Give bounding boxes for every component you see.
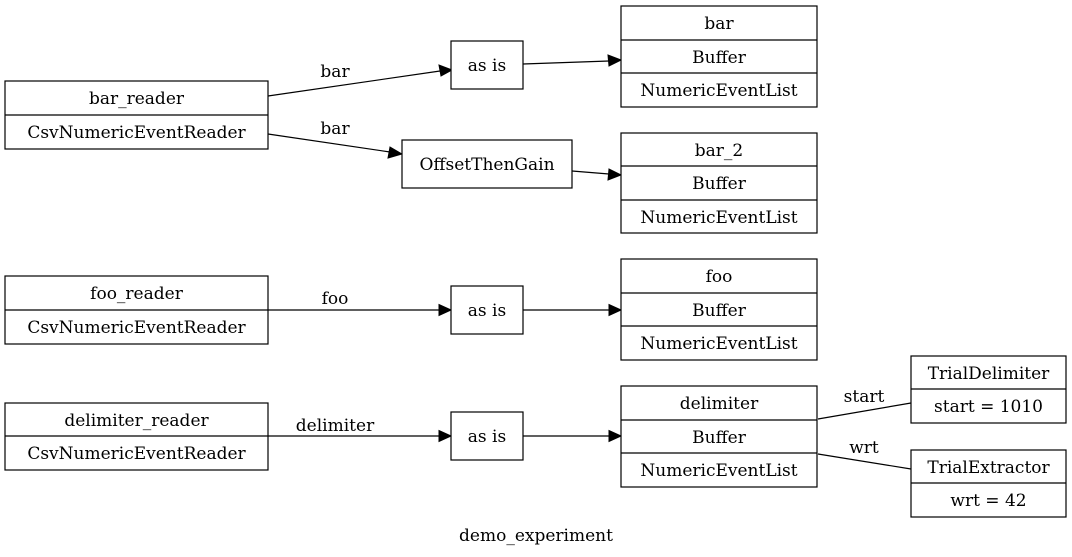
edge-label-delimiter: delimiter [296,416,375,436]
node-name: foo [706,267,733,287]
node-trial-delimiter: TrialDelimiter start = 1010 [910,355,1067,424]
node-kind: Buffer [692,174,747,194]
node-name: delimiter [680,394,759,414]
edge-bar-reader-to-offset [267,133,391,153]
edge-offset-to-bar2 [571,170,610,175]
node-type: NumericEventList [640,81,797,101]
node-kind: Buffer [692,428,747,448]
edge-arrowhead [438,429,453,443]
diagram-caption: demo_experiment [459,526,613,546]
edge-arrowhead [607,168,623,181]
edge-bar-reader-to-asis [267,70,441,97]
node-buffer-bar-2: bar_2 Buffer NumericEventList [620,132,818,234]
node-delimiter-reader: delimiter_reader CsvNumericEventReader [4,402,269,471]
node-label: as is [468,427,506,447]
edge-label-wrt: wrt [849,438,879,458]
node-name: TrialExtractor [927,458,1050,478]
node-param: start = 1010 [934,397,1043,417]
edge-label-start: start [844,387,885,407]
node-name: bar_reader [89,89,185,109]
node-param: wrt = 42 [950,491,1026,511]
node-kind: Buffer [692,48,747,68]
edge-arrowhead [387,146,404,159]
node-buffer-bar: bar Buffer NumericEventList [620,5,818,108]
node-type: NumericEventList [640,334,797,354]
node-kind: Buffer [692,301,747,321]
edge-asis-to-bar [522,60,610,65]
node-buffer-delimiter: delimiter Buffer NumericEventList [620,385,818,488]
node-transform-bar-asis: as is [450,40,524,90]
node-label: OffsetThenGain [419,155,554,175]
node-transform-offset-then-gain: OffsetThenGain [401,139,573,189]
node-type: CsvNumericEventReader [27,123,246,143]
edge-label-bar: bar [320,62,350,82]
edge-label-foo: foo [322,289,349,309]
edge-delimiter-to-trial-extractor [817,453,912,470]
edge-arrowhead [608,303,623,317]
node-buffer-foo: foo Buffer NumericEventList [620,258,818,361]
node-name: bar [704,14,734,34]
node-type: CsvNumericEventReader [27,318,246,338]
node-name: TrialDelimiter [928,364,1050,384]
edge-delimiter-to-trial-delimiter [817,402,912,420]
node-type: CsvNumericEventReader [27,444,246,464]
node-label: as is [468,56,506,76]
node-foo-reader: foo_reader CsvNumericEventReader [4,275,269,345]
node-name: bar_2 [695,141,743,161]
node-trial-extractor: TrialExtractor wrt = 42 [910,449,1067,518]
node-label: as is [468,301,506,321]
edge-label-bar-2: bar [320,119,350,139]
edge-arrowhead [438,64,454,77]
node-type: NumericEventList [640,461,797,481]
node-name: delimiter_reader [64,411,209,431]
node-name: foo_reader [90,284,184,304]
node-type: NumericEventList [640,208,797,228]
edge-arrowhead [607,54,623,67]
edges: bar bar foo delimiter start wrt [267,54,912,470]
edge-arrowhead [608,429,623,443]
edge-arrowhead [438,303,453,317]
node-bar-reader: bar_reader CsvNumericEventReader [4,80,269,150]
node-transform-foo-asis: as is [450,285,524,335]
node-transform-delimiter-asis: as is [450,411,524,461]
